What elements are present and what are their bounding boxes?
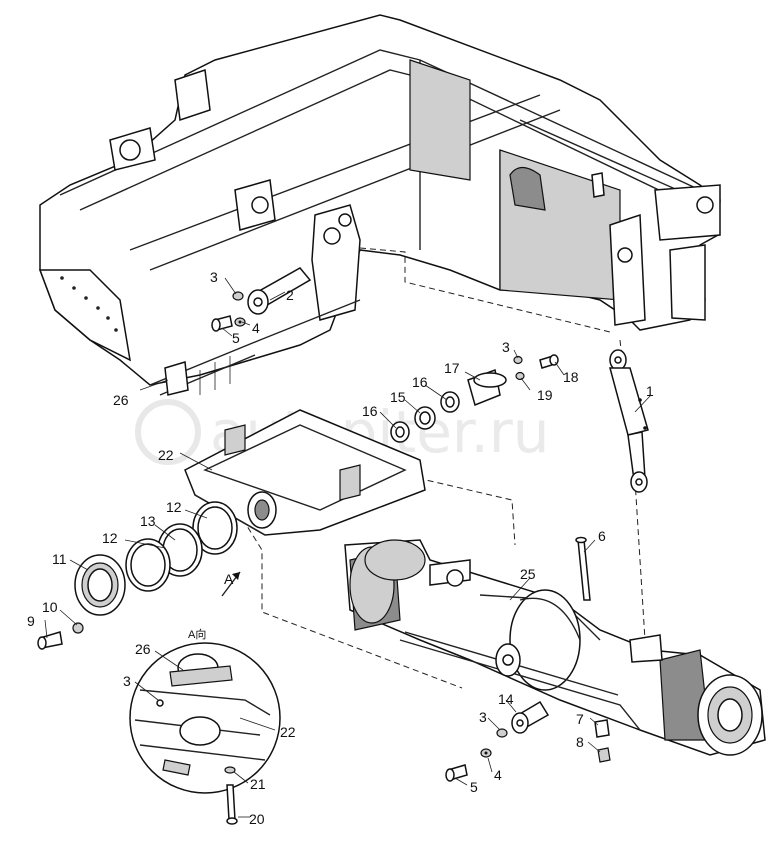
callout-9: 9 xyxy=(27,613,35,629)
detail-view-a xyxy=(129,642,281,825)
callout-13: 13 xyxy=(140,513,156,529)
drive-axle-25 xyxy=(344,539,766,756)
callout-12: 12 xyxy=(166,499,182,515)
pivot-parts xyxy=(390,354,559,443)
callout-15: 15 xyxy=(390,389,406,405)
callout-1: 1 xyxy=(646,383,654,399)
callout-17: 17 xyxy=(444,360,460,376)
callout-16: 16 xyxy=(412,374,428,390)
callout-4: 4 xyxy=(494,767,502,783)
callout-18: 18 xyxy=(563,369,579,385)
callout-12: 12 xyxy=(102,530,118,546)
callout-5: 5 xyxy=(232,330,240,346)
bolt-6 xyxy=(575,536,591,601)
callout-14: 14 xyxy=(498,691,514,707)
callout-4: 4 xyxy=(252,320,260,336)
pin-2 xyxy=(247,267,312,315)
callout-22: 22 xyxy=(280,724,296,740)
view-arrow xyxy=(221,571,241,597)
fastener-set-lower xyxy=(445,700,611,782)
callout-leaders xyxy=(44,277,652,818)
callout-21: 21 xyxy=(250,776,266,792)
callout-20: 20 xyxy=(249,811,265,827)
callout-3: 3 xyxy=(479,709,487,725)
callout-3: 3 xyxy=(210,269,218,285)
callout-25: 25 xyxy=(520,566,536,582)
hydraulic-cylinder-1 xyxy=(609,349,649,493)
callout-3: 3 xyxy=(502,339,510,355)
callout-5: 5 xyxy=(470,779,478,795)
view-arrow-label: A xyxy=(224,571,234,587)
callout-26: 26 xyxy=(135,641,151,657)
fastener-set-upper xyxy=(211,291,246,332)
callout-7: 7 xyxy=(576,711,584,727)
main-frame xyxy=(38,14,721,396)
callout-11: 11 xyxy=(52,551,67,567)
seal-rings xyxy=(37,501,238,650)
callout-16: 16 xyxy=(362,403,378,419)
callout-6: 6 xyxy=(598,528,606,544)
callouts: 1 2 3 4 5 26 3 18 19 17 16 15 16 22 12 1… xyxy=(27,269,654,827)
callout-3: 3 xyxy=(123,673,131,689)
view-label: A向 xyxy=(188,627,206,641)
callout-2: 2 xyxy=(286,287,294,303)
callout-19: 19 xyxy=(537,387,553,403)
callout-8: 8 xyxy=(576,734,584,750)
callout-10: 10 xyxy=(42,599,58,615)
callout-22: 22 xyxy=(158,447,174,463)
callout-26: 26 xyxy=(113,392,129,408)
